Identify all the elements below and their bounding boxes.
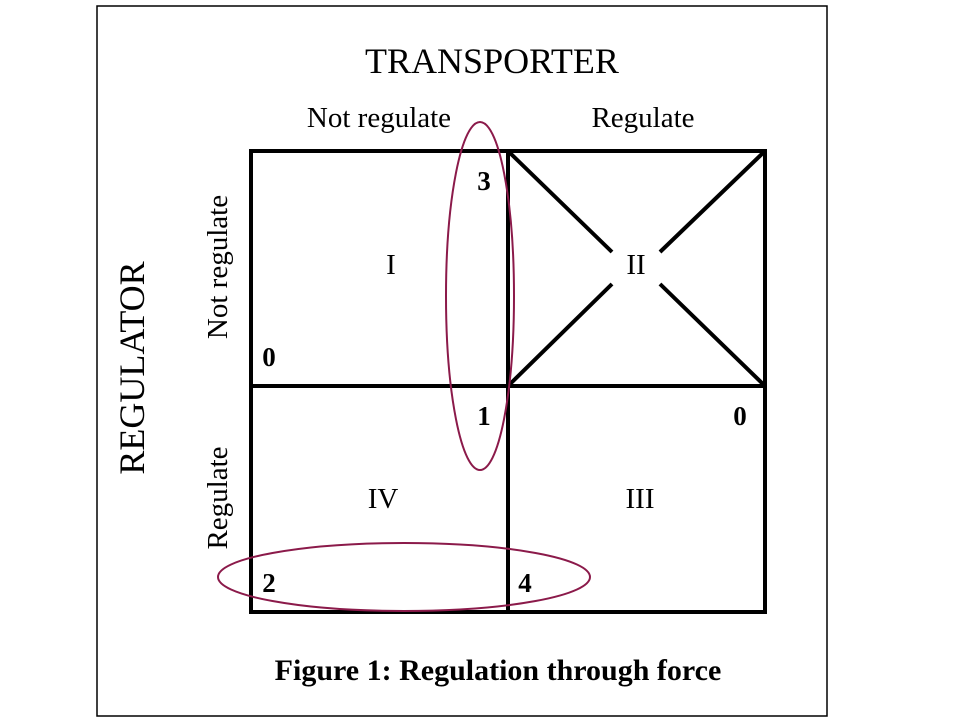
cell-iii-label: III — [626, 483, 655, 515]
cell-i-label: I — [386, 249, 396, 281]
cell-ii-cross-line-d — [658, 282, 767, 388]
cell-ii-cross-line-b — [658, 149, 767, 254]
row-label-not-regulate: Not regulate — [202, 195, 234, 339]
highlight-ellipse-vertical — [445, 121, 515, 471]
highlight-ellipse-horizontal — [217, 542, 591, 612]
cell-iii-transporter-payoff: 0 — [733, 401, 747, 431]
cell-ii-cross-line-a — [506, 149, 614, 254]
cell-iv-label: IV — [368, 483, 399, 515]
cell-ii-cross-line-c — [506, 282, 614, 388]
cell-iv-regulator-payoff: 2 — [262, 568, 276, 598]
column-label-regulate: Regulate — [591, 102, 694, 134]
cell-iv-extra-payoff: 4 — [518, 568, 532, 598]
outer-frame — [96, 5, 828, 717]
column-label-not-regulate: Not regulate — [307, 102, 451, 134]
column-header: TRANSPORTER — [365, 41, 619, 81]
cell-i-regulator-payoff: 0 — [262, 342, 276, 372]
row-header: REGULATOR — [112, 261, 152, 474]
cell-ii-label: II — [626, 249, 645, 281]
cell-i-transporter-payoff: 3 — [477, 166, 491, 196]
cell-iv-transporter-payoff: 1 — [477, 401, 491, 431]
figure-caption: Figure 1: Regulation through force — [275, 654, 722, 687]
row-label-regulate: Regulate — [202, 446, 234, 549]
